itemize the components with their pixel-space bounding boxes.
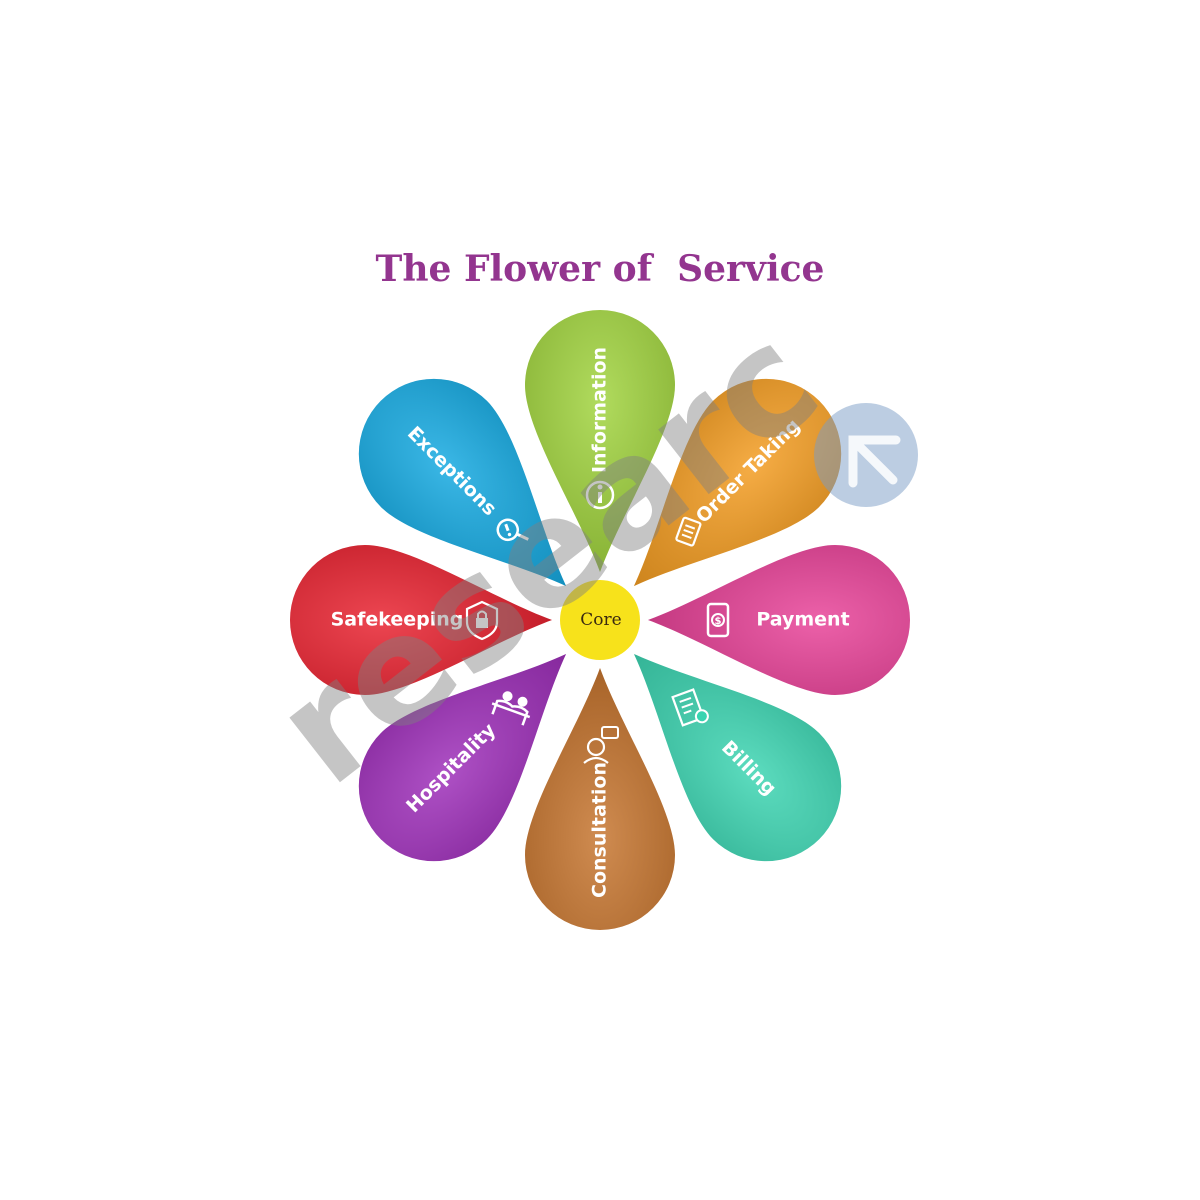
- magnifier-alert-icon: [496, 518, 529, 542]
- core-group: Core: [560, 580, 640, 660]
- petal-shading: [633, 378, 842, 587]
- petal-hospitality: Hospitality: [358, 653, 567, 862]
- petal-label: Safekeeping: [331, 609, 464, 631]
- petal-exceptions: Exceptions: [358, 378, 567, 587]
- petal-shading: [648, 545, 910, 695]
- petal-shading: [525, 310, 675, 572]
- svg-text:$: $: [715, 616, 722, 627]
- petal-order-taking: Order Taking: [633, 378, 842, 587]
- shield-lock-icon: [465, 600, 499, 641]
- petal-label: Consultation: [589, 762, 611, 898]
- core-circle: [560, 580, 640, 660]
- petal-shading: [290, 545, 552, 695]
- clipboard-icon: [675, 516, 702, 547]
- watermark-logo-arrow: [848, 435, 901, 488]
- petal-label: Payment: [756, 609, 849, 631]
- core-label: Core: [580, 610, 621, 630]
- diagram-title: The Flower of Service: [375, 248, 825, 290]
- petal-payment: Payment $: [648, 545, 910, 695]
- petal-consultation: Consultation: [525, 668, 675, 930]
- petal-label: Information: [589, 347, 611, 473]
- mobile-payment-icon: $: [706, 602, 730, 638]
- people-icon: [491, 691, 531, 726]
- petal-information: Information: [525, 310, 675, 572]
- petal-safekeeping: Safekeeping: [290, 545, 552, 695]
- petal-billing: Billing: [633, 653, 842, 862]
- info-icon: [585, 480, 615, 510]
- petal-shading: [358, 378, 567, 587]
- petal-shading: [525, 668, 675, 930]
- chat-person-icon: [583, 726, 619, 764]
- receipt-icon: [671, 688, 709, 727]
